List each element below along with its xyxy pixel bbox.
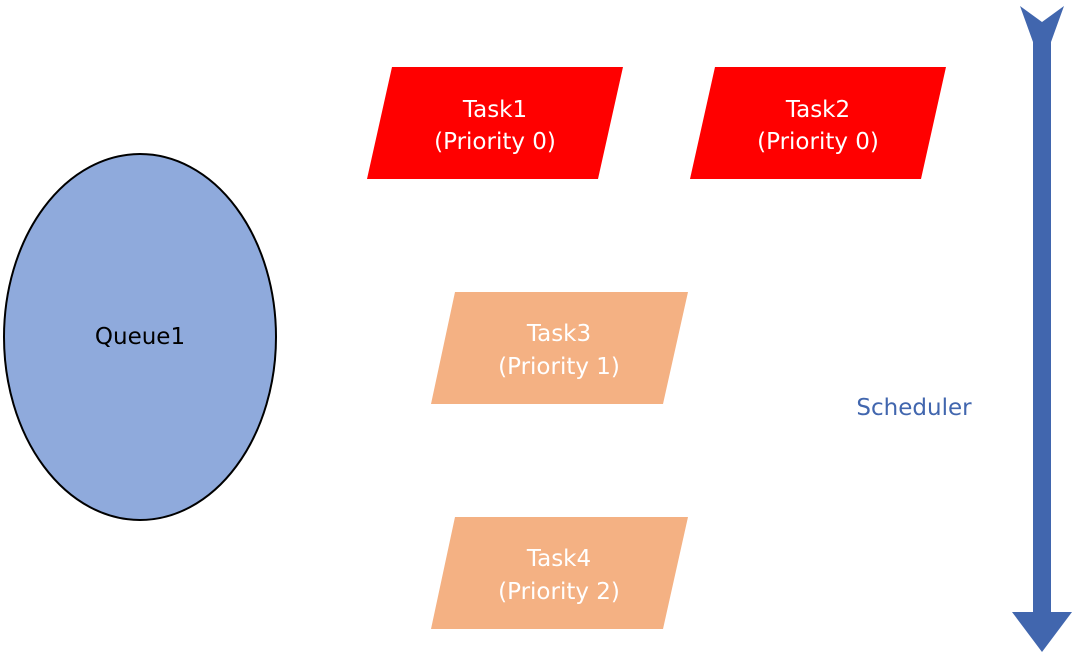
task-name-label: Task4 [526,546,591,572]
task-name-label: Task3 [526,321,591,347]
task-name-label: Task2 [785,97,850,123]
task-priority-label: (Priority 0) [757,129,879,155]
queue-ellipse [3,153,277,521]
scheduler-arrow-shape [1012,6,1072,652]
scheduler-label: Scheduler [856,395,972,421]
task-node-3: Task3 (Priority 1) [431,292,688,404]
task-node-4: Task4 (Priority 2) [431,517,688,629]
queue-node: Queue1 [3,153,277,521]
task-shape [690,67,946,179]
task-name-label: Task1 [462,97,527,123]
task-shape [431,292,688,404]
queue-label: Queue1 [95,324,185,350]
task-shape [367,67,623,179]
task-shape [431,517,688,629]
scheduler-arrow [1012,6,1072,652]
task-node-1: Task1 (Priority 0) [367,67,623,179]
task-priority-label: (Priority 0) [434,129,556,155]
task-node-2: Task2 (Priority 0) [690,67,946,179]
task-priority-label: (Priority 2) [498,579,620,605]
task-priority-label: (Priority 1) [498,354,620,380]
